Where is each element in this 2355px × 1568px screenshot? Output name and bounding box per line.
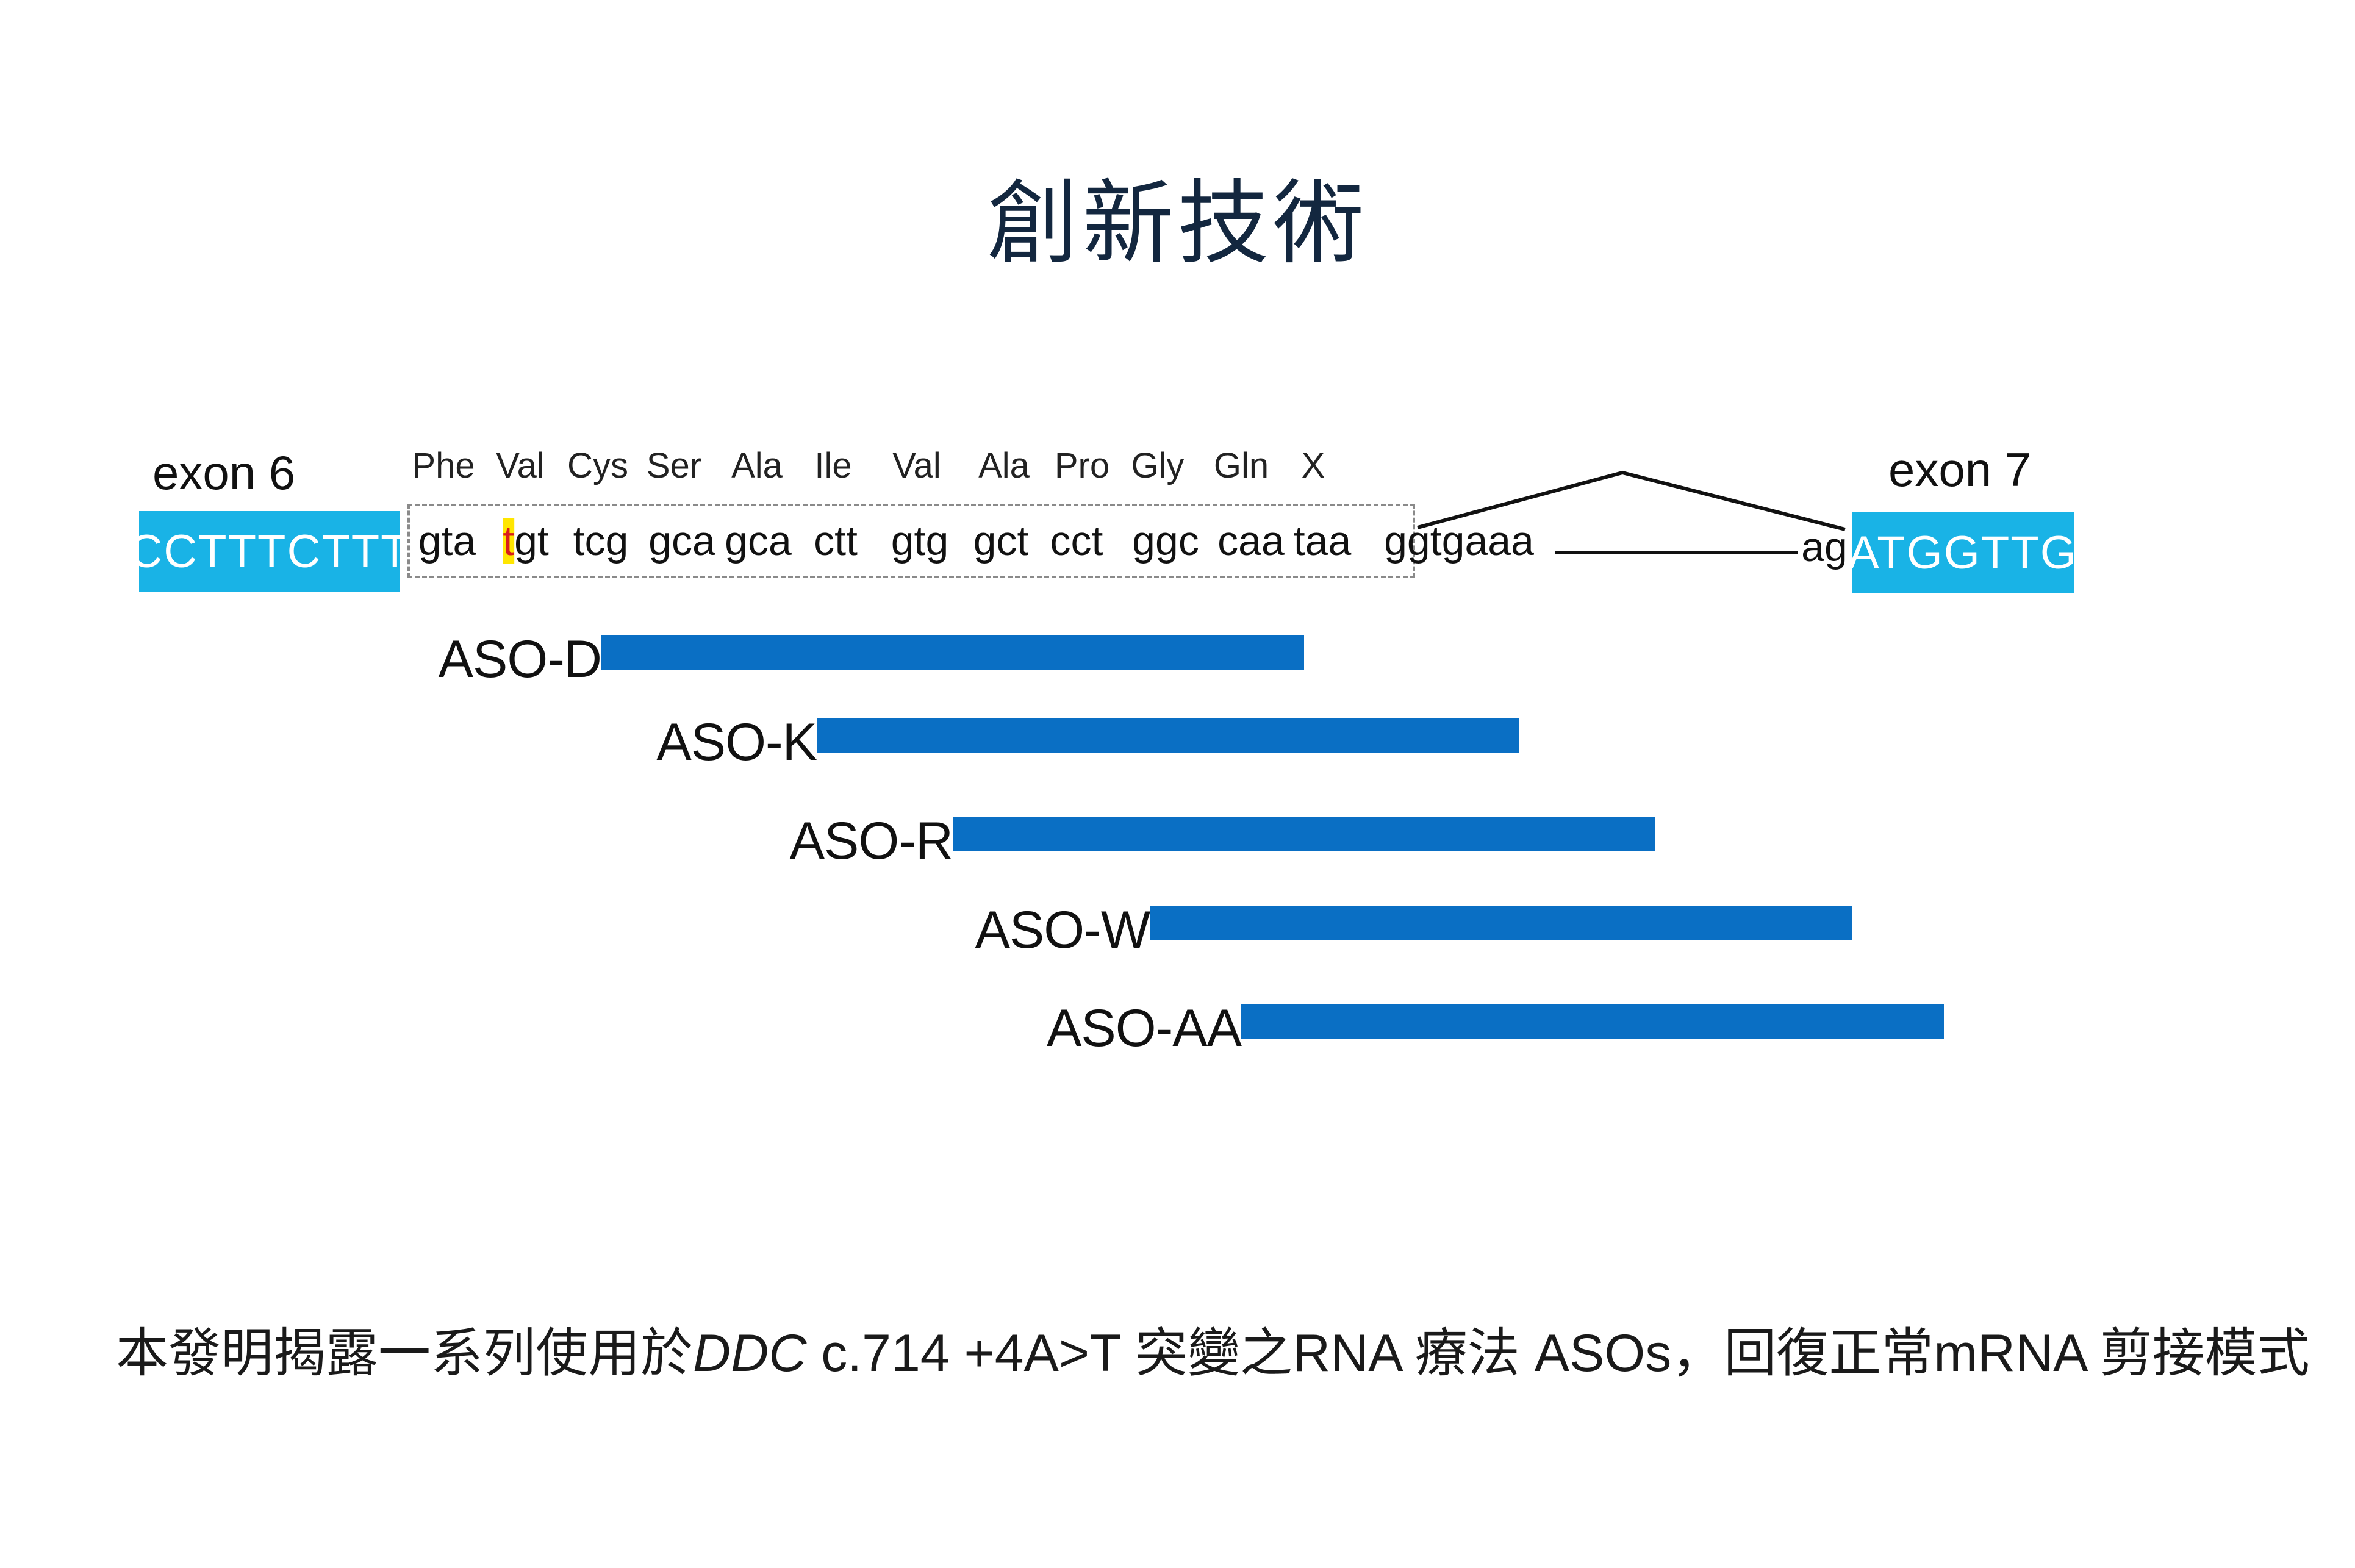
codon: ctt	[814, 518, 858, 564]
mutation-highlight: t	[503, 518, 515, 564]
aso-label: ASO-K	[656, 713, 817, 771]
amino-acid-label: X	[1301, 446, 1325, 485]
codon: ggc	[1132, 518, 1199, 564]
caption-gene: DDC	[693, 1324, 807, 1383]
aso-bar	[817, 718, 1519, 753]
codon: cct	[1050, 518, 1103, 564]
codon: gta	[418, 518, 476, 564]
caption-before: 本發明揭露一系列使用於	[116, 1324, 693, 1383]
aso-label: ASO-W	[975, 901, 1150, 959]
amino-acid-label: Pro	[1054, 446, 1110, 485]
intron-sequence: ggtgaaa	[1384, 518, 1534, 564]
splice-arc	[1417, 470, 1846, 531]
page-title: 創新技術	[987, 171, 1368, 277]
aso-bar	[953, 817, 1655, 851]
exon7-label: exon 7	[1888, 443, 2032, 496]
exon6-sequence: CCTTTCTTT	[129, 525, 410, 578]
amino-acid-label: Val	[496, 446, 545, 485]
amino-acid-label: Gln	[1213, 446, 1269, 485]
amino-acid-label: Phe	[412, 446, 475, 485]
codon: gca	[725, 518, 792, 564]
exon6-label: exon 6	[152, 446, 296, 499]
amino-acid-label: Val	[892, 446, 941, 485]
caption: 本發明揭露一系列使用於DDC c.714 +4A>T 突變之RNA 療法 ASO…	[116, 1310, 2310, 1386]
codon: taa	[1293, 518, 1352, 564]
amino-acid-label: Ala	[731, 446, 783, 485]
codon: caa	[1217, 518, 1285, 564]
aso-bar	[1150, 906, 1852, 940]
coding-sequence-box	[407, 504, 1415, 578]
exon7-sequence: ATGGTTG	[1848, 526, 2077, 579]
codon: gtg	[891, 518, 949, 564]
codon-rest: gt	[514, 518, 549, 564]
exon7-box: ATGGTTG	[1848, 512, 2076, 593]
codon-mutated: tgt	[503, 517, 549, 565]
amino-acid-label: Ala	[978, 446, 1030, 485]
aso-label: ASO-R	[789, 812, 953, 870]
codon: tcg	[573, 518, 629, 564]
codon: gct	[973, 518, 1029, 564]
acceptor-site: ag	[1801, 524, 1848, 570]
amino-acid-label: Gly	[1131, 446, 1185, 485]
aso-label: ASO-AA	[1047, 999, 1242, 1058]
caption-after: c.714 +4A>T 突變之RNA 療法 ASOs，回復正常mRNA 剪接模式	[806, 1324, 2310, 1383]
exon6-box: CCTTTCTTT	[129, 511, 409, 592]
aso-label: ASO-D	[438, 630, 602, 689]
amino-acid-label: Ile	[814, 446, 852, 485]
amino-acid-label: Cys	[567, 446, 628, 485]
aso-bar	[601, 635, 1304, 670]
amino-acid-label: Ser	[646, 446, 702, 485]
codon: gca	[648, 518, 715, 564]
aso-bar	[1241, 1004, 1944, 1039]
